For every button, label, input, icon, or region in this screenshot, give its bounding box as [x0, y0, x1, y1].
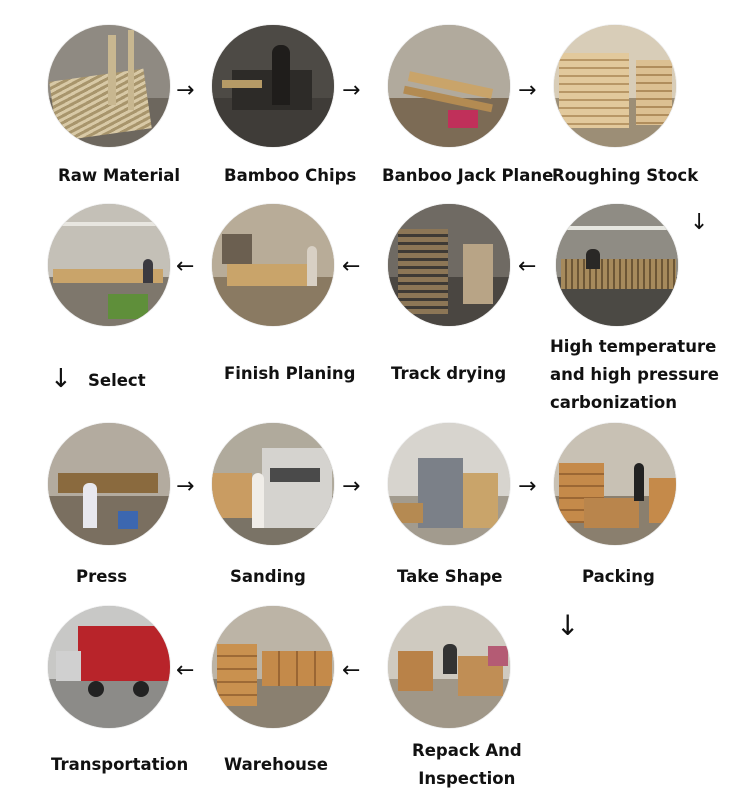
step-finish-planing: Finish Planing — [224, 364, 356, 383]
arrow-right-icon: → — [342, 78, 361, 103]
step-transportation: Transportation — [51, 755, 189, 774]
warehouse-photo — [212, 606, 334, 728]
arrow-left-icon: ← — [518, 254, 537, 279]
arrow-down-icon: ↓ — [556, 609, 580, 642]
carbonization-photo — [556, 204, 678, 326]
bamboo-chips-photo — [212, 25, 334, 147]
step-repack-line-1: Repack And — [412, 741, 522, 760]
step-select: Select — [88, 371, 146, 390]
step-carbonization-line-2: and high pressure — [550, 365, 719, 384]
sanding-photo — [212, 423, 334, 545]
step-repack-line-2: Inspection — [418, 769, 516, 788]
arrow-right-icon: → — [176, 474, 195, 499]
arrow-down-icon: ↓ — [50, 364, 72, 394]
select-photo — [48, 204, 170, 326]
step-jack-plane: Banboo Jack Plane — [382, 166, 554, 185]
jack-plane-photo — [388, 25, 510, 147]
step-press: Press — [76, 567, 128, 586]
step-bamboo-chips: Bamboo Chips — [224, 166, 357, 185]
press-photo — [48, 423, 170, 545]
finish-planing-photo — [212, 204, 334, 326]
track-drying-photo — [388, 204, 510, 326]
step-repack-inspection: Repack And Inspection — [412, 737, 522, 793]
step-carbonization-line-3: carbonization — [550, 393, 677, 412]
arrow-right-icon: → — [518, 474, 537, 499]
arrow-left-icon: ← — [176, 658, 195, 683]
step-carbonization: High temperature and high pressure carbo… — [550, 333, 719, 417]
arrow-right-icon: → — [342, 474, 361, 499]
arrow-left-icon: ← — [342, 254, 361, 279]
step-take-shape: Take Shape — [397, 567, 503, 586]
roughing-stock-photo — [554, 25, 676, 147]
step-carbonization-line-1: High temperature — [550, 337, 717, 356]
repack-inspection-photo — [388, 606, 510, 728]
arrow-left-icon: ← — [176, 254, 195, 279]
step-packing: Packing — [582, 567, 655, 586]
raw-material-photo — [48, 25, 170, 147]
step-roughing-stock: Roughing Stock — [552, 166, 699, 185]
step-raw-material: Raw Material — [58, 166, 181, 185]
take-shape-photo — [388, 423, 510, 545]
step-sanding: Sanding — [230, 567, 306, 586]
arrow-left-icon: ← — [342, 658, 361, 683]
arrow-right-icon: → — [176, 78, 195, 103]
transportation-photo — [48, 606, 170, 728]
step-track-drying: Track drying — [391, 364, 507, 383]
step-warehouse: Warehouse — [224, 755, 328, 774]
arrow-down-icon: ↓ — [690, 210, 709, 235]
packing-photo — [554, 423, 676, 545]
arrow-right-icon: → — [518, 78, 537, 103]
